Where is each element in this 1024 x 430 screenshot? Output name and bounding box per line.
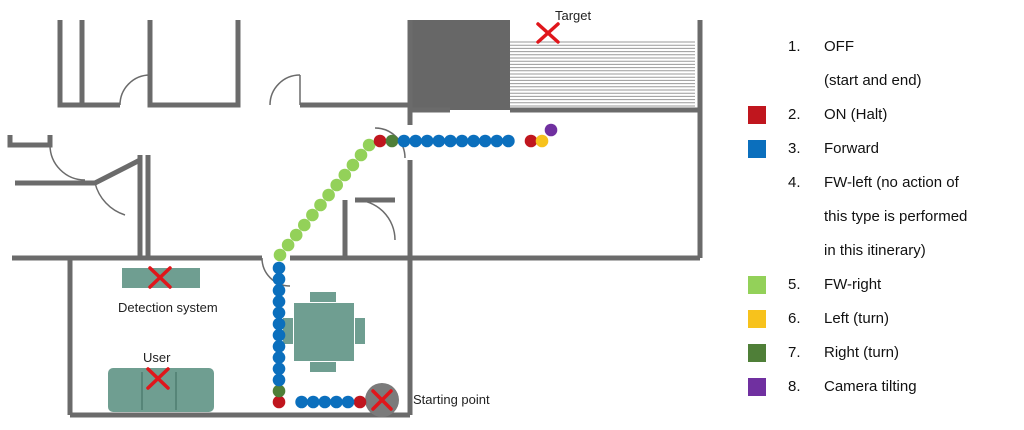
legend-item: 5. FW-right	[740, 268, 1024, 302]
floor-plan: Target Detection system User Starting po…	[7, 8, 703, 418]
path-dot	[272, 395, 286, 409]
user-label: User	[143, 350, 171, 365]
target-label: Target	[555, 8, 592, 23]
legend-label: this type is performed	[824, 208, 968, 225]
path-dot	[544, 123, 558, 137]
path-dot	[322, 188, 335, 202]
path-dot	[338, 168, 352, 182]
legend-number: 4.	[788, 174, 801, 191]
legend-label: in this itinerary)	[824, 242, 926, 259]
legend-number: 6.	[788, 310, 801, 327]
legend-number: 2.	[788, 106, 801, 123]
legend-number: 5.	[788, 276, 801, 293]
legend-number: 8.	[788, 378, 801, 395]
legend-label: Left (turn)	[824, 310, 890, 327]
path-dot	[272, 328, 286, 342]
forward-swatch	[748, 140, 766, 158]
path-dot	[272, 261, 286, 275]
stair-landing	[410, 20, 510, 110]
path-dot	[420, 134, 434, 148]
path-dot	[272, 351, 286, 364]
path-dot	[353, 395, 367, 409]
legend-label: FW-right	[824, 276, 882, 293]
path-dot	[306, 208, 319, 222]
legend-item: 4. FW-left (no action of	[740, 166, 1024, 200]
path-dot	[298, 218, 311, 232]
legend-label: FW-left (no action of	[824, 174, 959, 191]
legend-item: this type is performed	[740, 200, 1024, 234]
path-dot	[397, 134, 411, 148]
path-dot	[314, 198, 327, 212]
path-dot	[306, 395, 320, 409]
path-dot	[272, 362, 286, 376]
legend-item: 8. Camera tilting	[740, 370, 1024, 404]
path-dot	[272, 306, 286, 320]
legend-label: (start and end)	[824, 72, 922, 89]
path-dot	[478, 134, 492, 148]
path-dot	[272, 284, 286, 297]
path-dot	[281, 238, 295, 252]
legend-item: (start and end)	[740, 64, 1024, 98]
legend-item: 6. Left (turn)	[740, 302, 1024, 336]
path-dot	[373, 134, 387, 148]
path-dot	[272, 295, 286, 308]
camera-tilting-swatch	[748, 378, 766, 396]
path-dot	[346, 158, 360, 172]
legend-number: 7.	[788, 344, 801, 361]
path-dot	[272, 384, 286, 398]
path-dot	[385, 134, 399, 148]
robot-path	[272, 123, 558, 409]
path-dot	[409, 134, 422, 148]
path-dot	[535, 134, 549, 148]
legend-item: 2. ON (Halt)	[740, 98, 1024, 132]
path-dot	[455, 134, 469, 148]
starting-point-marker-icon	[371, 389, 393, 411]
path-dot	[272, 340, 286, 353]
fw-right-swatch	[748, 276, 766, 294]
user-marker-icon	[146, 367, 170, 390]
legend-label: OFF	[824, 38, 854, 55]
legend-item: 1. OFF	[740, 30, 1024, 64]
sofa	[108, 368, 214, 412]
path-dot	[432, 134, 446, 148]
legend-label: ON (Halt)	[824, 106, 888, 123]
legend-label: Right (turn)	[824, 344, 900, 361]
target-marker-icon	[536, 22, 560, 44]
path-dot	[272, 317, 286, 331]
walls	[7, 20, 703, 418]
path-dot	[272, 272, 286, 286]
path-dot	[362, 138, 376, 152]
legend-label: Forward	[824, 140, 880, 157]
path-dot	[273, 248, 287, 262]
path-dot	[289, 228, 303, 242]
table-and-chairs	[283, 292, 365, 372]
detection-system-label: Detection system	[118, 300, 218, 315]
stairs	[510, 41, 695, 107]
path-dot	[318, 395, 332, 409]
path-dot	[467, 134, 480, 148]
path-dot	[341, 395, 355, 409]
legend-label: Camera tilting	[824, 378, 917, 395]
legend: 1. OFF (start and end) 2. ON (Halt) 3. Forward…	[740, 30, 1024, 404]
path-dot	[272, 373, 286, 387]
legend-number: 1.	[788, 38, 801, 55]
path-dot	[444, 134, 457, 148]
path-dot	[490, 134, 504, 148]
starting-point-label: Starting point	[413, 392, 490, 407]
legend-item: 3. Forward	[740, 132, 1024, 166]
path-dot	[354, 148, 368, 162]
left-turn-swatch	[748, 310, 766, 328]
legend-number: 3.	[788, 140, 801, 157]
legend-item: 7. Right (turn)	[740, 336, 1024, 370]
path-dot	[295, 395, 308, 409]
detection-system-marker-icon	[148, 266, 172, 289]
path-dot	[502, 134, 515, 148]
on-halt-swatch	[748, 106, 766, 124]
path-dot	[524, 134, 538, 148]
right-turn-swatch	[748, 344, 766, 362]
legend-item: in this itinerary)	[740, 234, 1024, 268]
path-dot	[330, 395, 343, 409]
path-dot	[330, 178, 344, 192]
